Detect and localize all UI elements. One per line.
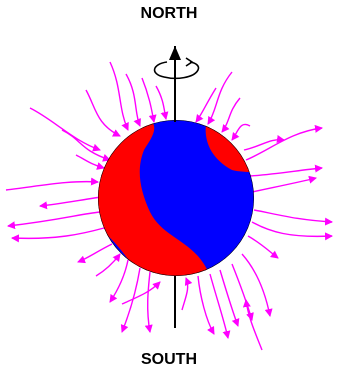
field-line — [242, 254, 270, 316]
field-line — [78, 244, 112, 262]
globe — [96, 120, 256, 276]
field-line — [246, 128, 322, 160]
field-line — [252, 222, 332, 236]
field-line — [232, 264, 252, 320]
field-line — [210, 274, 228, 338]
field-line — [148, 272, 150, 332]
field-line — [40, 196, 108, 206]
field-line — [142, 78, 154, 122]
field-line — [126, 74, 140, 126]
field-line — [244, 140, 284, 150]
field-line — [8, 212, 100, 226]
field-line — [12, 228, 104, 238]
field-line — [232, 124, 250, 140]
field-line — [198, 276, 214, 334]
field-line — [96, 254, 120, 276]
field-line — [110, 62, 128, 130]
field-line — [248, 236, 278, 258]
field-line — [122, 282, 160, 304]
field-line — [156, 86, 166, 119]
field-line — [6, 182, 98, 190]
field-line — [252, 178, 316, 192]
field-line — [254, 210, 332, 222]
field-line — [250, 168, 322, 176]
field-line — [208, 72, 232, 124]
field-line — [110, 260, 128, 302]
field-line — [30, 108, 100, 150]
field-line — [196, 88, 216, 122]
field-line — [76, 155, 104, 168]
field-line — [222, 98, 240, 132]
field-line — [182, 278, 188, 310]
field-line — [86, 90, 120, 136]
rotation-arrow-icon — [155, 58, 199, 78]
